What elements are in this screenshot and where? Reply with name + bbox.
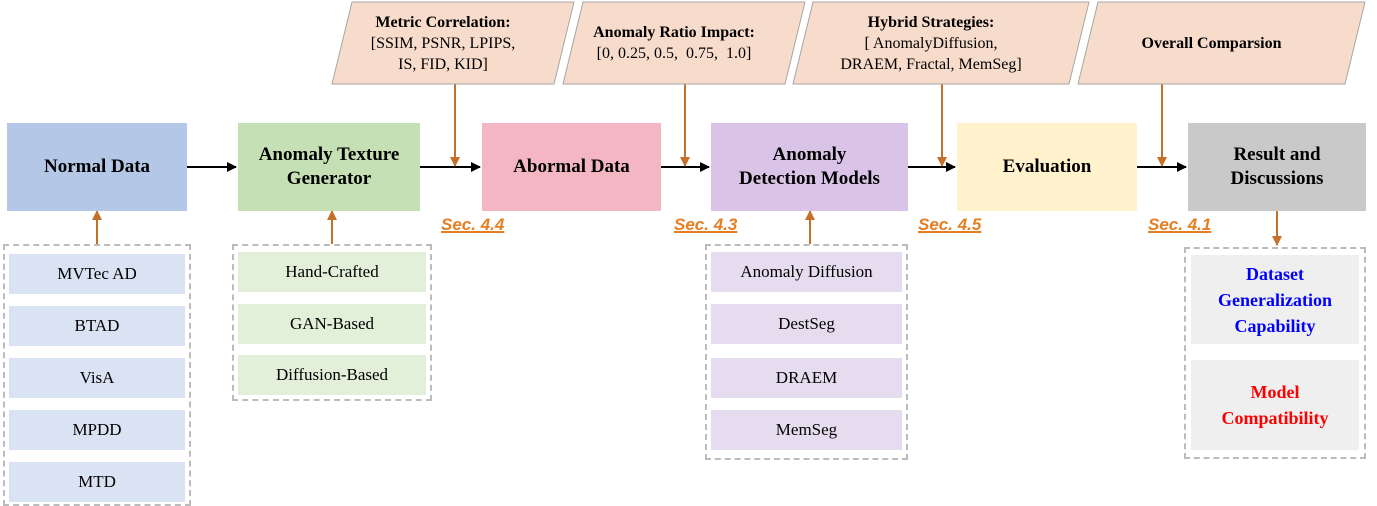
section-label-4-4: Sec. 4.4 <box>441 215 505 234</box>
models-list <box>705 244 908 460</box>
model-item-destseg: DestSeg <box>711 304 902 344</box>
datasets-list <box>3 244 191 506</box>
result-item-dataset-generalization: Dataset Generalization Capability <box>1191 255 1359 344</box>
abnormal-data-box: Abormal Data <box>482 123 661 211</box>
anomaly-ratio-line-1: [0, 0.25, 0.5, 0.75, 1.0] <box>596 45 752 62</box>
metric-correlation-line-2: IS, FID, KID] <box>398 55 488 73</box>
section-label-4-1: Sec. 4.1 <box>1148 215 1212 234</box>
result-discussions-box: Result and Discussions <box>1188 123 1366 211</box>
anomaly-detection-models-box: Anomaly Detection Models <box>711 123 908 211</box>
dataset-item-mtd: MTD <box>9 462 185 502</box>
dataset-item-visa: VisA <box>9 358 185 398</box>
metric-correlation-shape <box>331 1 575 85</box>
anomaly-ratio-title: Anomaly Ratio Impact: <box>593 24 755 41</box>
hybrid-strategies-line-2: DRAEM, Fractal, MemSeg] <box>840 55 1022 73</box>
dataset-item-btad: BTAD <box>9 306 185 346</box>
model-item-memseg: MemSeg <box>711 410 902 450</box>
overall-comparison-title: Overall Comparsion <box>1141 34 1282 52</box>
metric-correlation-title: Metric Correlation: <box>375 13 511 31</box>
hybrid-strategies-shape <box>792 1 1090 85</box>
overall-comparison-box: Overall Comparsion <box>1098 6 1325 80</box>
section-label-4-3: Sec. 4.3 <box>674 215 738 234</box>
section-label-4-5: Sec. 4.5 <box>918 215 982 234</box>
metric-correlation-box: Metric Correlation: [SSIM, PSNR, LPIPS, … <box>352 6 534 80</box>
generator-item-hand-crafted: Hand-Crafted <box>238 252 426 292</box>
anomaly-ratio-shape <box>562 1 806 85</box>
model-item-anomaly-diffusion: Anomaly Diffusion <box>711 252 902 292</box>
hybrid-strategies-title: Hybrid Strategies: <box>867 13 995 31</box>
dataset-item-mvtec-ad: MVTec AD <box>9 254 185 294</box>
anomaly-texture-generator-box: Anomaly Texture Generator <box>238 123 420 211</box>
normal-data-box: Normal Data <box>7 123 187 211</box>
generator-item-diffusion-based: Diffusion-Based <box>238 355 426 395</box>
hybrid-strategies-box: Hybrid Strategies: [ AnomalyDiffusion, D… <box>813 6 1049 80</box>
evaluation-box: Evaluation <box>957 123 1137 211</box>
anomaly-ratio-box: Anomaly Ratio Impact: [0, 0.25, 0.5, 0.7… <box>583 6 765 80</box>
metric-correlation-line-1: [SSIM, PSNR, LPIPS, <box>370 34 516 52</box>
generator-item-gan-based: GAN-Based <box>238 304 426 344</box>
dataset-item-mpdd: MPDD <box>9 410 185 450</box>
model-item-draem: DRAEM <box>711 358 902 398</box>
hybrid-strategies-line-1: [ AnomalyDiffusion, <box>864 34 998 52</box>
results-list <box>1184 247 1366 459</box>
result-item-model-compatibility: Model Compatibility <box>1191 360 1359 450</box>
generators-list <box>232 244 432 401</box>
overall-comparison-shape <box>1077 1 1366 85</box>
